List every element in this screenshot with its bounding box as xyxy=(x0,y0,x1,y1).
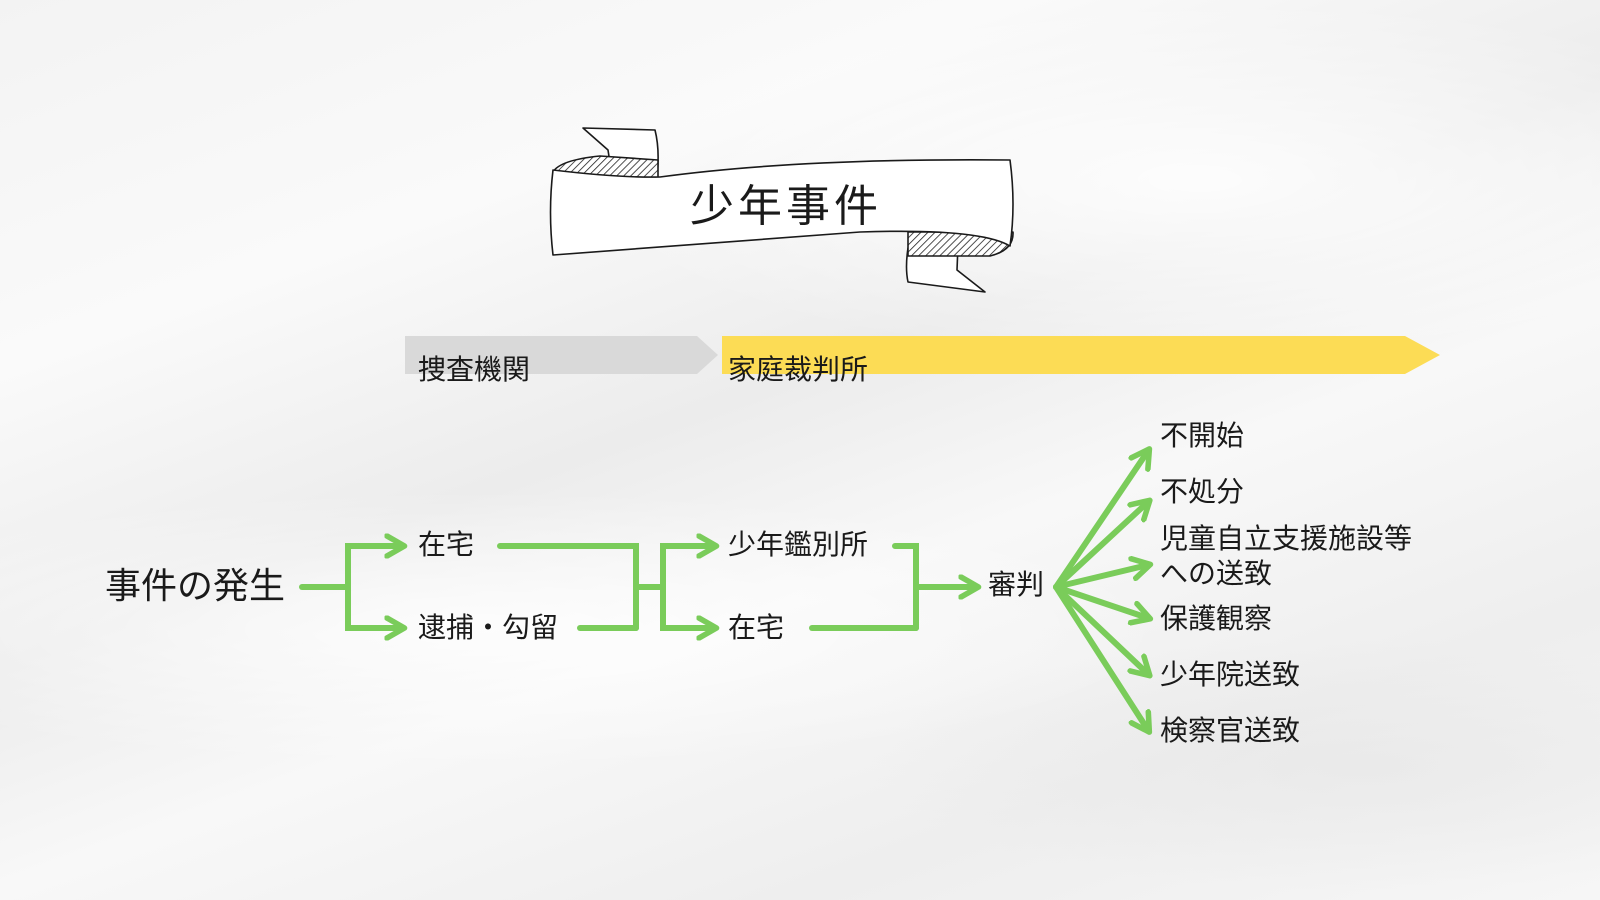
trial-node: 審判 xyxy=(988,568,1045,601)
classification-node: 少年鑑別所 xyxy=(728,528,869,561)
outcome-support-facility-line1: 児童自立支援施設等 xyxy=(1160,522,1413,555)
arrow-to-outcome-5 xyxy=(1053,584,1148,674)
outcome-prosecutor-referral: 検察官送致 xyxy=(1160,714,1301,747)
connector-home1 xyxy=(497,543,639,631)
outcome-support-facility-line2: への送致 xyxy=(1160,557,1273,590)
outcome-not-commenced: 不開始 xyxy=(1160,419,1245,452)
outcome-probation: 保護観察 xyxy=(1160,602,1273,635)
home1-node: 在宅 xyxy=(418,528,475,561)
outcome-no-disposition: 不処分 xyxy=(1160,475,1245,508)
investigation-label: 捜査機関 xyxy=(418,353,531,386)
arrest-node: 逮捕・勾留 xyxy=(418,611,559,644)
origin-node: 事件の発生 xyxy=(105,566,286,607)
ribbon-body xyxy=(549,159,1014,256)
title-ribbon xyxy=(549,127,1014,293)
arrow-to-outcome-6 xyxy=(1053,584,1148,730)
arrow-to-outcome-1 xyxy=(1053,451,1148,590)
arrow-to-outcome-2 xyxy=(1053,502,1148,590)
family-court-bar xyxy=(722,336,1440,374)
family-court-label: 家庭裁判所 xyxy=(728,353,869,386)
arrow-to-outcome-4 xyxy=(1053,584,1148,618)
arrow-to-arrest xyxy=(345,584,402,628)
connector-classification xyxy=(892,543,919,631)
home2-node: 在宅 xyxy=(728,611,785,644)
arrow-to-outcome-3 xyxy=(1053,565,1148,590)
arrow-to-home2 xyxy=(660,584,714,628)
arrow-to-home1 xyxy=(345,546,402,590)
investigation-bar xyxy=(405,336,718,374)
diagram-title: 少年事件 xyxy=(690,181,882,232)
outcome-juvenile-training-school: 少年院送致 xyxy=(1160,658,1301,691)
arrow-to-classification xyxy=(660,546,714,590)
